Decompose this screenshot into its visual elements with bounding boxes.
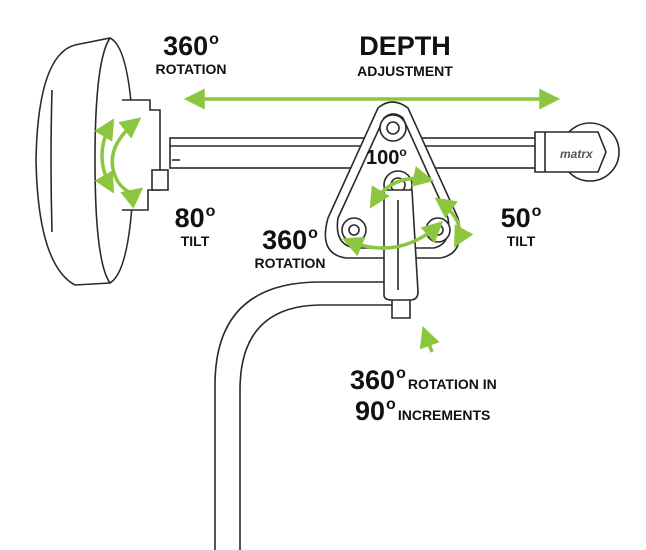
rotation-top-label: 360o ROTATION: [146, 31, 236, 77]
hub-angle-unit: o: [399, 145, 407, 159]
post-rotation-arrow: [419, 326, 440, 353]
post-rotation-line2-caption: INCREMENTS: [397, 407, 491, 423]
rotation-mid-unit: o: [308, 225, 318, 242]
tilt-right-value: 50: [500, 203, 531, 233]
post-rotation-label: 360oROTATION IN 90oINCREMENTS: [350, 365, 497, 426]
post-rotation-line1-value: 360: [350, 365, 396, 395]
depth-caption: ADJUSTMENT: [357, 63, 453, 79]
depth-title: DEPTH: [359, 31, 451, 61]
bar-end-cap: [534, 122, 620, 182]
tilt-right-caption: TILT: [506, 233, 536, 249]
tilt-left-label: 80o TILT: [160, 203, 230, 249]
rotation-top-value: 360: [163, 31, 209, 61]
rotation-top-unit: o: [209, 31, 219, 48]
tilt-left-caption: TILT: [180, 233, 210, 249]
hub-angle-label: 100o: [366, 145, 407, 169]
rotation-360-arrow: [342, 221, 444, 257]
hub-tilt-100-arrow: [369, 166, 435, 209]
head-rotation-arrow: [110, 117, 144, 209]
tilt-50-arrow: [434, 197, 474, 248]
rotation-mid-caption: ROTATION: [254, 255, 326, 271]
post-rotation-line2-value: 90: [355, 396, 386, 426]
rotation-mid-label: 360o ROTATION: [240, 225, 340, 271]
tilt-left-unit: o: [205, 203, 216, 220]
hub-angle-value: 100: [366, 147, 400, 169]
post-rotation-line2-unit: o: [386, 396, 396, 413]
tilt-80-arrow: [94, 118, 115, 194]
adjustment-arrows: [94, 88, 561, 353]
depth-label: DEPTH ADJUSTMENT: [330, 31, 480, 79]
post-rotation-line1-unit: o: [396, 365, 406, 382]
rotation-mid-value: 360: [262, 225, 308, 255]
brand-logo: matrx: [560, 147, 594, 161]
tilt-left-value: 80: [174, 203, 205, 233]
mounting-post: [214, 281, 411, 550]
tilt-right-label: 50o TILT: [486, 203, 556, 249]
post-rotation-line1-caption: ROTATION IN: [407, 376, 497, 392]
tilt-right-unit: o: [531, 203, 542, 220]
rotation-top-caption: ROTATION: [155, 61, 227, 77]
